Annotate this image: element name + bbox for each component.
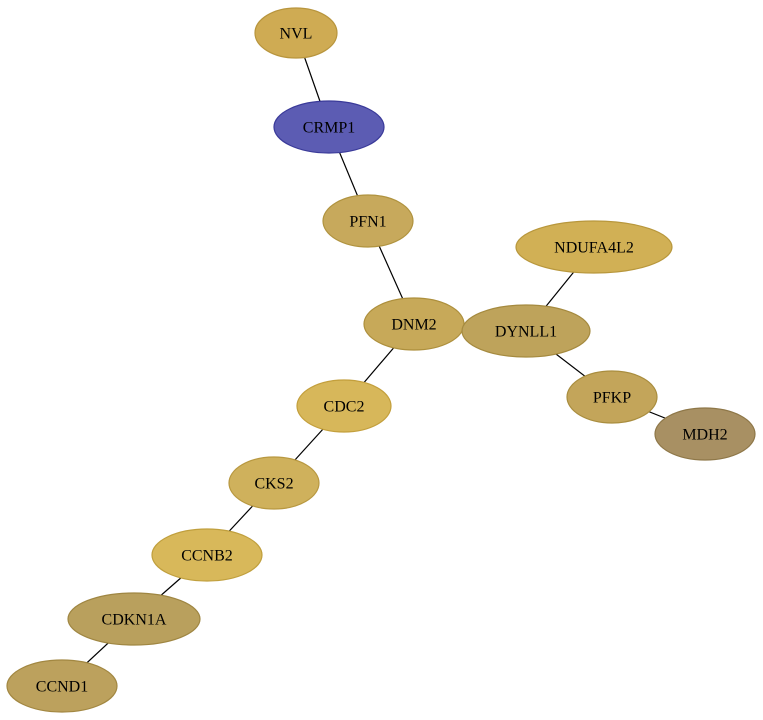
node-cdkn1a[interactable]: CDKN1A	[67, 592, 201, 646]
node-shape-pfkp[interactable]	[566, 370, 658, 424]
node-shape-dynll1[interactable]	[461, 304, 591, 358]
node-ccnb2[interactable]: CCNB2	[151, 528, 263, 582]
node-label-cdkn1a: CDKN1A	[102, 612, 167, 629]
node-crmp1[interactable]: CRMP1	[273, 100, 385, 154]
node-pfn1[interactable]: PFN1	[322, 194, 414, 248]
node-cdc2[interactable]: CDC2	[296, 379, 392, 433]
node-label-nvl: NVL	[280, 26, 313, 43]
node-shape-mdh2[interactable]	[654, 407, 756, 461]
node-dynll1[interactable]: DYNLL1	[461, 304, 591, 358]
node-ccnd1[interactable]: CCND1	[6, 659, 118, 713]
node-label-crmp1: CRMP1	[303, 120, 355, 137]
node-label-dynll1: DYNLL1	[495, 324, 557, 341]
node-label-pfkp: PFKP	[593, 390, 631, 407]
node-shape-ccnd1[interactable]	[6, 659, 118, 713]
node-label-dnm2: DNM2	[391, 317, 436, 334]
node-shape-nvl[interactable]	[254, 7, 338, 59]
node-shape-ccnb2[interactable]	[151, 528, 263, 582]
node-dnm2[interactable]: DNM2	[363, 297, 465, 351]
node-shape-cdc2[interactable]	[296, 379, 392, 433]
node-nvl[interactable]: NVL	[254, 7, 338, 59]
node-pfkp[interactable]: PFKP	[566, 370, 658, 424]
node-shape-pfn1[interactable]	[322, 194, 414, 248]
node-shape-cks2[interactable]	[228, 456, 320, 510]
node-ndufa4l2[interactable]: NDUFA4L2	[515, 220, 673, 274]
node-label-ccnd1: CCND1	[36, 679, 88, 696]
node-shape-ndufa4l2[interactable]	[515, 220, 673, 274]
node-label-pfn1: PFN1	[349, 214, 386, 231]
node-cks2[interactable]: CKS2	[228, 456, 320, 510]
node-label-cks2: CKS2	[254, 476, 293, 493]
node-label-ndufa4l2: NDUFA4L2	[554, 240, 634, 257]
node-mdh2[interactable]: MDH2	[654, 407, 756, 461]
node-shape-cdkn1a[interactable]	[67, 592, 201, 646]
node-label-ccnb2: CCNB2	[181, 548, 233, 565]
node-label-cdc2: CDC2	[324, 399, 365, 416]
node-label-mdh2: MDH2	[682, 427, 727, 444]
node-shape-crmp1[interactable]	[273, 100, 385, 154]
